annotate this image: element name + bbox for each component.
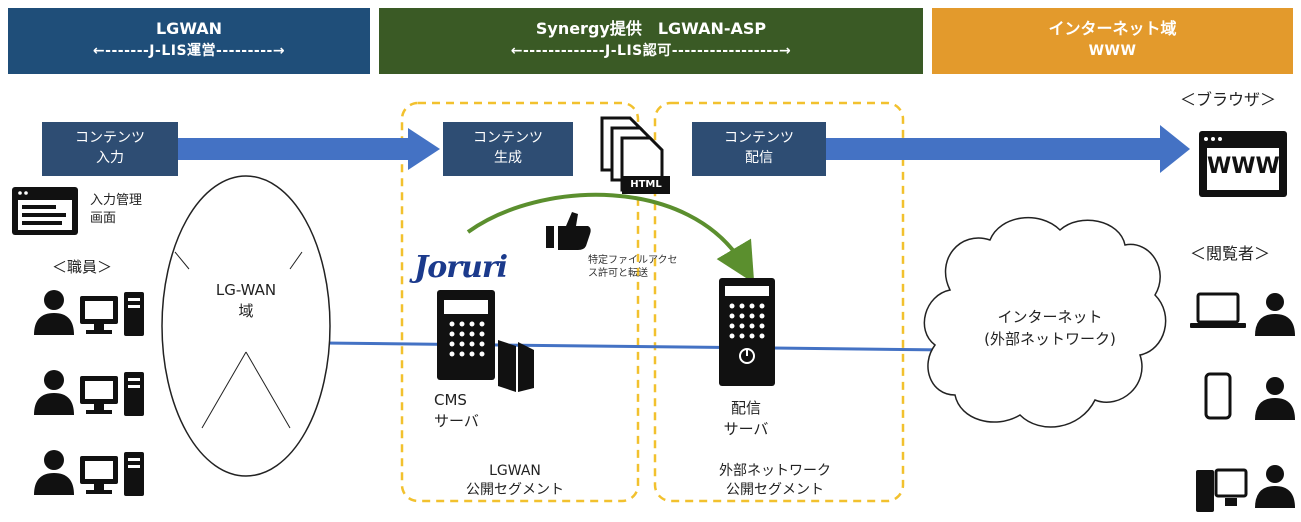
browser-label: ＜ブラウザ＞	[1180, 90, 1277, 109]
cms-server-icon	[437, 290, 534, 392]
content-generate-line1: コンテンツ	[473, 130, 543, 146]
staff-label: ＜職員＞	[52, 258, 113, 276]
segment-lgwan-line1: LGWAN	[489, 463, 541, 479]
admin-screen-label: 入力管理 画面	[90, 192, 142, 228]
browser-www-text: WWW	[1207, 154, 1280, 179]
band-asp-sub: ←-------------J-LIS認可-----------------→	[510, 43, 792, 59]
permit-label: 特定ファイルアクセ ス許可と転送	[588, 254, 678, 280]
staff-workstation-icons	[34, 290, 144, 496]
html-tag-label: HTML	[630, 179, 662, 190]
lgwan-ellipse	[161, 175, 331, 477]
band-internet-sub: WWW	[1088, 43, 1137, 59]
content-deliver-line1: コンテンツ	[724, 130, 794, 146]
delivery-label-line2: サーバ	[723, 420, 769, 438]
staff-workstation-1	[34, 290, 144, 336]
delivery-server-icon	[719, 278, 775, 386]
internet-cloud	[923, 216, 1167, 428]
viewer-laptop	[1190, 292, 1295, 336]
viewer-smartphone	[1204, 372, 1295, 420]
cms-label-line2: サーバ	[434, 412, 479, 430]
segment-lgwan-line2: 公開セグメント	[466, 482, 564, 498]
thumbs-up-icon	[546, 212, 591, 250]
staff-workstation-2	[34, 370, 144, 416]
segment-external-label: 外部ネットワーク 公開セグメント	[690, 462, 860, 500]
content-input-line1: コンテンツ	[75, 130, 145, 146]
staff-workstation-3	[34, 450, 144, 496]
delivery-label-line1: 配信	[730, 399, 761, 417]
content-input-box: コンテンツ 入力	[42, 122, 178, 176]
band-lgwan: LGWAN ←-------J-LIS運営---------→	[8, 8, 370, 74]
viewer-device-icons	[1190, 292, 1295, 512]
content-generate-box: コンテンツ 生成	[443, 122, 573, 176]
browser-www-icon	[1199, 131, 1287, 197]
segment-external-line1: 外部ネットワーク	[719, 463, 831, 479]
cms-label-line1: CMS	[434, 391, 467, 409]
content-deliver-line2: 配信	[745, 150, 773, 166]
admin-label-line1: 入力管理	[90, 193, 143, 208]
lgwan-area-label: LG-WAN 域	[196, 280, 296, 322]
joruri-logo: Joruri	[414, 250, 508, 285]
content-input-line2: 入力	[96, 150, 124, 166]
segment-external-line2: 公開セグメント	[726, 482, 824, 498]
band-internet-title: インターネット域	[1048, 19, 1177, 38]
band-asp: Synergy提供 LGWAN-ASP ←-------------J-LIS認…	[379, 8, 923, 74]
band-asp-title: Synergy提供 LGWAN-ASP	[535, 19, 767, 38]
admin-screen-icon	[12, 187, 78, 235]
cms-server-label: CMS サーバ	[434, 390, 479, 432]
permit-line1: 特定ファイルアクセ	[588, 255, 678, 266]
delivery-server-label: 配信 サーバ	[706, 398, 786, 440]
band-lgwan-title: LGWAN	[155, 19, 223, 38]
segment-lgwan-border	[400, 101, 640, 503]
band-lgwan-sub: ←-------J-LIS運営---------→	[92, 43, 286, 59]
internet-cloud-line1: インターネット	[997, 308, 1103, 326]
viewer-desktop	[1196, 465, 1295, 512]
segment-external-border	[653, 101, 905, 503]
content-generate-line2: 生成	[494, 150, 522, 166]
internet-cloud-label: インターネット (外部ネットワーク)	[950, 306, 1150, 350]
band-internet: インターネット域 WWW	[932, 8, 1293, 74]
lgwan-ellipse-lines	[174, 251, 303, 429]
internet-cloud-line2: (外部ネットワーク)	[984, 330, 1116, 348]
segment-lgwan-label: LGWAN 公開セグメント	[440, 462, 590, 500]
viewer-label: ＜閲覧者＞	[1190, 244, 1271, 263]
lgwan-area-line2: 域	[238, 302, 254, 320]
arrow-deliver-to-browser	[826, 125, 1190, 173]
lgwan-area-line1: LG-WAN	[215, 281, 277, 299]
transfer-curve	[466, 192, 755, 284]
content-deliver-box: コンテンツ 配信	[692, 122, 826, 176]
arrow-input-to-generate	[178, 128, 440, 170]
network-line	[322, 341, 951, 352]
admin-label-line2: 画面	[90, 211, 117, 226]
html-documents-icon	[600, 116, 670, 194]
permit-line2: ス許可と転送	[588, 268, 648, 279]
